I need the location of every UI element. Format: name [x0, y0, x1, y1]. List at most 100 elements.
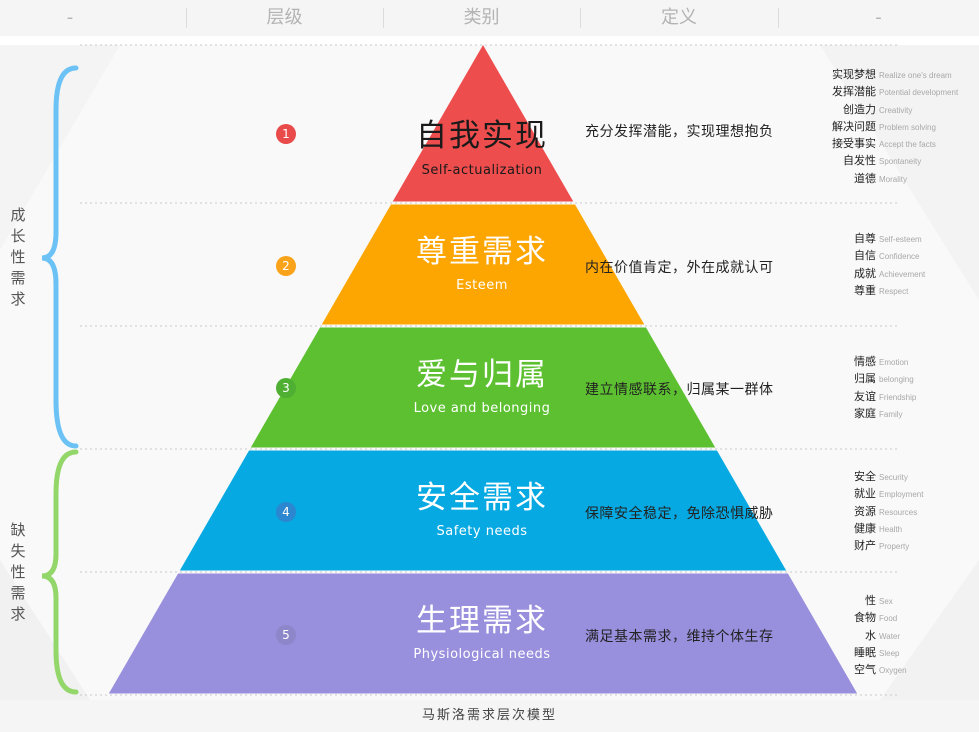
- keyword-zh: 食物: [854, 611, 876, 625]
- level-badge-5: 5: [276, 625, 296, 645]
- category-title-en: Physiological needs: [413, 647, 551, 662]
- level-badge-1: 1: [276, 124, 296, 144]
- definition-text: 建立情感联系，归属某一群体: [585, 382, 774, 398]
- keyword-en: Confidence: [879, 252, 920, 262]
- header-divider: [383, 8, 384, 28]
- header-col-dash-right: -: [875, 7, 882, 28]
- growth-needs-label: 成长性需求: [10, 206, 26, 308]
- deficiency-needs-label: 缺失性需求: [10, 521, 26, 623]
- diagram-caption: 马斯洛需求层次模型: [421, 708, 557, 723]
- keyword-zh: 发挥潜能: [832, 85, 876, 99]
- keyword-en: Sex: [879, 597, 893, 606]
- level-badge-4: 4: [276, 502, 296, 522]
- category-title-en: Esteem: [456, 278, 508, 293]
- keyword-en: Health: [879, 524, 903, 534]
- keyword-en: Spontaneity: [879, 157, 922, 167]
- category-title-en: Love and belonging: [413, 401, 551, 416]
- keyword-en: Respect: [879, 286, 909, 296]
- keyword-en: Emotion: [879, 358, 909, 367]
- definition-text: 内在价值肯定，外在成就认可: [585, 260, 774, 276]
- keyword-zh: 自尊: [854, 232, 876, 245]
- category-title-zh: 尊重需求: [416, 234, 548, 270]
- keyword-zh: 情感: [854, 355, 876, 368]
- keyword-en: Oxygen: [879, 666, 907, 676]
- keyword-en: Sleep: [879, 648, 900, 658]
- keyword-en: Problem solving: [879, 122, 936, 132]
- pyramid-row-guides: [80, 44, 900, 696]
- keyword-zh: 就业: [854, 487, 876, 501]
- growth-needs-bracket: [41, 65, 79, 449]
- pyramid-layer-5: [108, 573, 858, 694]
- header-divider: [778, 8, 779, 28]
- keyword-zh: 性: [865, 594, 876, 607]
- header-row: - 层级 类别 定义 -: [0, 0, 979, 36]
- pyramid-layer-4: [179, 450, 787, 571]
- header-col-category: 类别: [463, 7, 500, 28]
- keyword-zh: 资源: [854, 504, 876, 518]
- keyword-zh: 睡眠: [854, 645, 876, 659]
- keyword-en: Security: [879, 473, 908, 482]
- keyword-en: Property: [879, 542, 910, 552]
- keyword-en: Potential development: [879, 88, 959, 98]
- keyword-zh: 自信: [854, 249, 876, 263]
- level-badge-2: 2: [276, 256, 296, 276]
- keyword-en: Achievement: [879, 269, 926, 279]
- keyword-zh: 解决问题: [832, 119, 876, 133]
- pyramid-layer-3: [250, 327, 716, 448]
- keyword-en: Resources: [879, 507, 918, 517]
- keyword-zh: 家庭: [854, 406, 876, 420]
- keyword-en: belonging: [879, 375, 914, 385]
- definition-text: 满足基本需求，维持个体生存: [585, 629, 774, 645]
- keyword-zh: 安全: [854, 470, 876, 483]
- category-title-en: Self-actualization: [421, 163, 543, 178]
- keyword-en: Morality: [879, 174, 908, 184]
- header-col-level: 层级: [266, 7, 303, 28]
- keyword-zh: 尊重: [854, 283, 876, 297]
- header-col-definition: 定义: [661, 7, 697, 28]
- keyword-zh: 归属: [854, 372, 876, 386]
- keyword-en: Creativity: [879, 105, 913, 115]
- keyword-en: Employment: [879, 490, 924, 500]
- keyword-zh: 成就: [854, 266, 876, 280]
- keyword-zh: 创造力: [843, 102, 876, 116]
- keyword-en: Water: [879, 631, 901, 641]
- pyramid-layer-2: [321, 204, 645, 325]
- keyword-zh: 空气: [854, 663, 876, 677]
- level-badge-3: 3: [276, 378, 296, 398]
- keyword-zh: 自发性: [843, 154, 876, 168]
- header-col-dash-left: -: [66, 7, 74, 28]
- pyramid-layer-1: [392, 45, 574, 202]
- keyword-en: Family: [879, 409, 903, 419]
- definition-text: 保障安全稳定，免除恐惧威胁: [585, 506, 774, 522]
- header-divider: [580, 8, 581, 28]
- keyword-zh: 水: [865, 628, 876, 642]
- keyword-en: Accept the facts: [879, 140, 936, 150]
- category-title-zh: 生理需求: [416, 603, 548, 639]
- keyword-zh: 道德: [854, 171, 876, 185]
